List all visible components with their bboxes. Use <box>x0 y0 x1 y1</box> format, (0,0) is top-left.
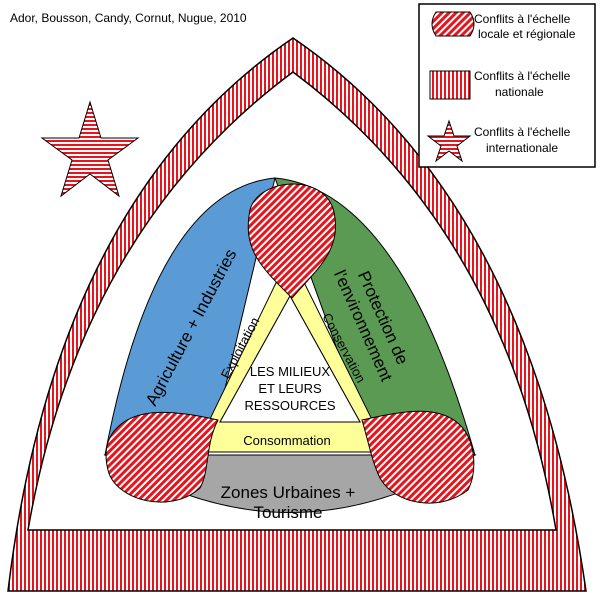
legend: Conflits à l'échelle locale et régionale… <box>418 3 596 168</box>
conflict-top-blob <box>247 183 336 299</box>
consommation-label: Consommation <box>243 433 330 448</box>
urban-label-line1: Zones Urbaines + <box>221 483 356 502</box>
legend-local-swatch <box>431 11 475 37</box>
legend-local-line2: locale et régionale <box>478 27 576 41</box>
legend-national-line2: nationale <box>495 85 544 99</box>
agriculture-sector <box>104 177 276 456</box>
citation-text: Ador, Bousson, Candy, Cornut, Nugue, 201… <box>10 11 247 25</box>
center-line3: RESSOURCES <box>244 398 335 413</box>
legend-international-line1: Conflits à l'échelle <box>474 125 571 139</box>
urban-label-line2: Tourisme <box>254 503 323 522</box>
conflict-right-blob <box>361 410 475 504</box>
legend-international-star-icon <box>426 119 472 163</box>
legend-national-line1: Conflits à l'échelle <box>474 69 571 83</box>
center-line2: ET LEURS <box>258 381 322 396</box>
legend-national-swatch <box>429 70 471 100</box>
legend-international-line2: internationale <box>486 141 558 155</box>
center-line1: LES MILIEUX <box>250 364 331 379</box>
center-area <box>219 294 361 423</box>
international-star-icon <box>40 100 140 198</box>
national-conflict-frame <box>7 37 587 592</box>
conflict-left-blob <box>105 411 219 503</box>
legend-local-line1: Conflits à l'échelle <box>474 12 571 26</box>
